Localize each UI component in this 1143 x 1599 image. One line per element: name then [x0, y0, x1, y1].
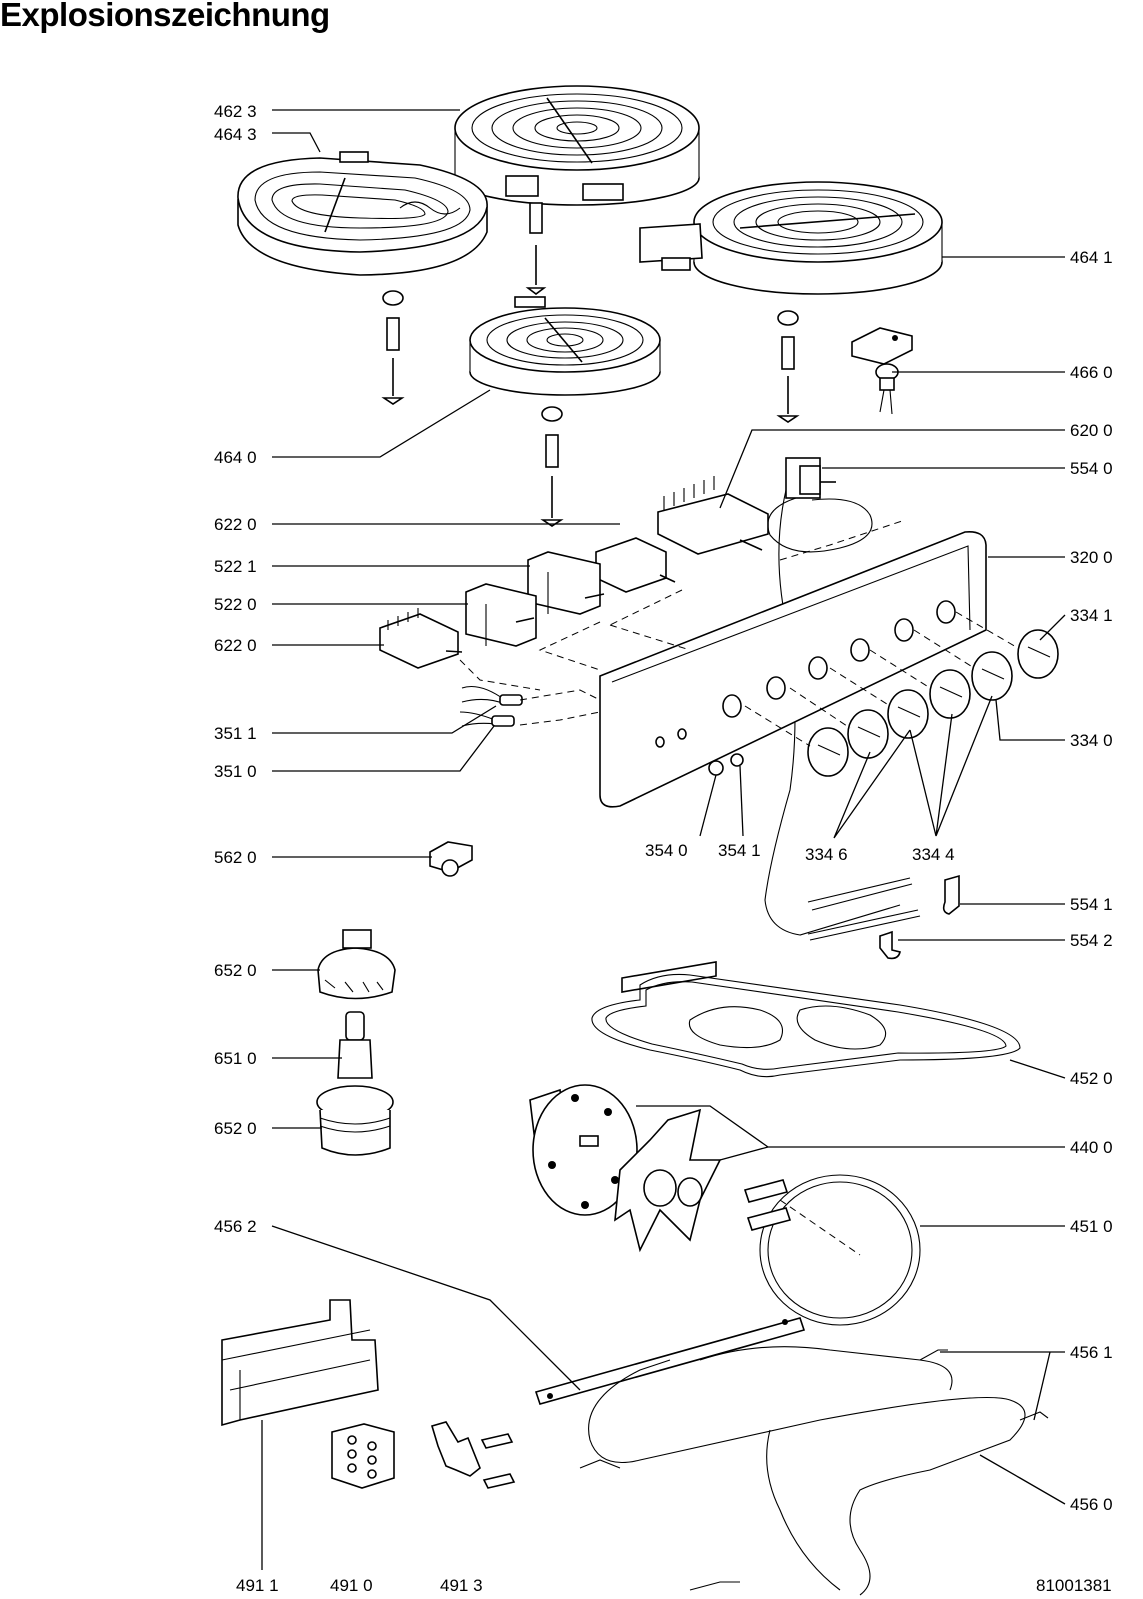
label-451-0: 451 0 — [1070, 1217, 1113, 1236]
top-heating-element — [591, 961, 1021, 1078]
label-334-6: 334 6 — [805, 845, 848, 864]
hotplate-oval — [237, 151, 488, 276]
label-652-0-top: 652 0 — [214, 961, 257, 980]
label-620-0: 620 0 — [1070, 421, 1113, 440]
label-462-3: 462 3 — [214, 102, 257, 121]
indicator-lamps — [708, 753, 744, 776]
label-522-0: 522 0 — [214, 595, 257, 614]
label-491-1: 491 1 — [236, 1576, 279, 1595]
label-440-0: 440 0 — [1070, 1138, 1113, 1157]
circular-heating-element — [743, 1174, 921, 1326]
label-651-0: 651 0 — [214, 1049, 257, 1068]
thermostat — [764, 457, 901, 936]
fan-motor — [529, 1084, 722, 1253]
label-554-0: 554 0 — [1070, 459, 1113, 478]
mounting-hardware — [381, 202, 800, 527]
label-334-1: 334 1 — [1070, 606, 1113, 625]
hotplate-round-small — [469, 296, 661, 396]
label-334-4: 334 4 — [912, 845, 955, 864]
connector-wires — [459, 685, 523, 727]
sensor-clips — [807, 874, 960, 960]
label-622-0-top: 622 0 — [214, 515, 257, 534]
label-554-2: 554 2 — [1070, 931, 1113, 950]
label-456-0: 456 0 — [1070, 1495, 1113, 1514]
bottom-heating-element — [534, 1317, 1049, 1596]
label-351-1: 351 1 — [214, 724, 257, 743]
label-354-1: 354 1 — [718, 841, 761, 860]
label-456-2: 456 2 — [214, 1217, 257, 1236]
label-464-0: 464 0 — [214, 448, 257, 467]
pilot-lamp — [851, 327, 913, 415]
label-554-1: 554 1 — [1070, 895, 1113, 914]
label-522-1: 522 1 — [214, 557, 257, 576]
label-464-3: 464 3 — [214, 125, 257, 144]
label-354-0: 354 0 — [645, 841, 688, 860]
switch-group — [379, 537, 676, 669]
label-456-1: 456 1 — [1070, 1343, 1113, 1362]
label-562-0: 562 0 — [214, 848, 257, 867]
label-452-0: 452 0 — [1070, 1069, 1113, 1088]
label-320-0: 320 0 — [1070, 548, 1113, 567]
earth-clamp — [431, 1421, 516, 1489]
selector-switch — [657, 476, 769, 555]
oven-lamp-assembly — [316, 929, 396, 1156]
control-knobs — [807, 629, 1059, 777]
leader-lines — [261, 109, 1066, 1570]
label-466-0: 466 0 — [1070, 363, 1113, 382]
label-491-0: 491 0 — [330, 1576, 373, 1595]
label-622-0-bottom: 622 0 — [214, 636, 257, 655]
part-labels: 462 3 464 3 464 1 466 0 464 0 620 0 554 … — [214, 102, 1113, 1595]
assembly-lines — [459, 519, 1019, 747]
terminal-block — [331, 1423, 395, 1489]
label-351-0: 351 0 — [214, 762, 257, 781]
mounting-bracket — [221, 1299, 379, 1427]
label-464-1: 464 1 — [1070, 248, 1113, 267]
label-491-3: 491 3 — [440, 1576, 483, 1595]
page-title: Explosionszeichnung — [0, 0, 330, 33]
hotplate-round-right — [639, 181, 943, 295]
label-334-0: 334 0 — [1070, 731, 1113, 750]
drawing-number: 81001381 — [1036, 1576, 1112, 1595]
control-panel — [599, 530, 987, 808]
lamp-clip — [429, 841, 473, 877]
hotplate-round-large — [454, 85, 700, 206]
label-652-0-bottom: 652 0 — [214, 1119, 257, 1138]
